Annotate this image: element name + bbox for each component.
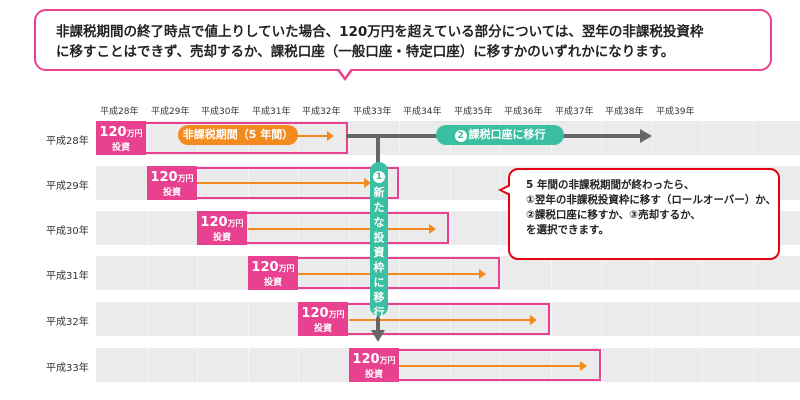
year-header: 平成31年 [252,107,291,117]
orange-arrow [248,224,436,234]
investment-label: 投資 [263,278,282,288]
investment-amount: 120 [150,170,178,185]
investment-amount: 120 [301,306,329,321]
year-header: 平成37年 [555,107,594,117]
row-label: 平成28年 [46,136,89,147]
year-header: 平成36年 [504,107,543,117]
grid-line [500,118,501,390]
investment-amount: 120 [200,215,228,230]
row-label: 平成33年 [46,363,89,374]
row-label: 平成30年 [46,226,89,237]
investment-block: 120万円 投資 [349,348,399,382]
right-callout: 5 年間の非課税期間が終わったら、 ①翌年の非課税投資枠に移す（ロールオーバー）… [498,168,780,260]
investment-unit: 万円 [379,356,396,365]
right-callout-line-4: を選択できます。 [526,224,609,236]
year-header: 平成28年 [100,107,139,117]
year-header: 平成35年 [454,107,493,117]
investment-block: 120万円 投資 [248,256,298,290]
number-2-icon: 2 [454,130,467,142]
year-header: 平成29年 [151,107,190,117]
arrow-right-icon [640,129,652,143]
top-callout-line-2: に移すことはできず、売却するか、課税口座（一般口座・特定口座）に移すかのいずれか… [56,44,675,60]
grid-line [450,118,451,390]
top-callout-text: 非課税期間の終了時点で値上りしていた場合、120万円を超えている部分については、… [56,22,756,62]
option-1-char: な [373,216,385,229]
row-label: 平成31年 [46,271,89,282]
orange-arrow [197,178,371,188]
option-1-char: 移 [373,291,385,304]
grid-line [349,118,350,390]
grid-line [147,118,148,390]
investment-block: 120万円 投資 [147,166,197,200]
investment-unit: 万円 [328,310,345,319]
row-label: 平成32年 [46,317,89,328]
year-header: 平成30年 [201,107,240,117]
year-header: 平成33年 [353,107,392,117]
year-header: 平成34年 [403,107,442,117]
right-callout-line-1: 5 年間の非課税期間が終わったら、 [526,179,695,191]
option-1-char: 行 [373,306,385,319]
right-callout-line-2: ①翌年の非課税投資枠に移す（ロールオーバー）か、 [526,194,777,206]
option-1-char: 枠 [373,261,385,274]
option-1-char: 投 [373,231,385,244]
number-1-icon: 1 [373,171,385,183]
row-label: 平成29年 [46,181,89,192]
option-1-char: 資 [373,246,385,259]
investment-amount: 120 [352,352,380,367]
option-1-char: 新 [373,186,385,199]
investment-block: 120万円 投資 [298,302,348,336]
tax-free-period-pill: 非課税期間（5 年間） [178,125,298,145]
investment-label: 投資 [313,324,332,334]
investment-block: 120万円 投資 [197,211,247,245]
investment-amount: 120 [99,125,127,140]
grid-line [197,118,198,390]
option-1-char: に [373,276,385,289]
investment-unit: 万円 [177,174,194,183]
arrow-down-icon [371,330,385,342]
investment-label: 投資 [162,188,181,198]
investment-amount: 120 [251,260,279,275]
year-header: 平成39年 [656,107,695,117]
investment-unit: 万円 [227,219,244,228]
orange-arrow [298,269,486,279]
year-header: 平成38年 [605,107,644,117]
option-1-char: た [373,201,385,214]
investment-label: 投資 [111,143,130,153]
grid-line [298,118,299,390]
top-callout: 非課税期間の終了時点で値上りしていた場合、120万円を超えている部分については、… [34,9,772,81]
investment-label: 投資 [364,370,383,380]
investment-unit: 万円 [278,264,295,273]
investment-label: 投資 [212,233,231,243]
orange-arrow [399,361,587,371]
orange-arrow [298,131,334,141]
top-callout-line-1: 非課税期間の終了時点で値上りしていた場合、120万円を超えている部分については、… [56,24,704,40]
option-1-pill: 1 新 た な 投 資 枠 に 移 行 [370,162,388,319]
option-2-label: 課税口座に移行 [468,128,546,141]
year-header: 平成32年 [302,107,341,117]
investment-block: 120万円 投資 [96,121,146,155]
orange-arrow [349,315,537,325]
grid-line [399,118,400,390]
grid-line [248,118,249,390]
right-callout-line-3: ②課税口座に移すか、③売却するか、 [526,209,701,221]
investment-unit: 万円 [126,129,143,138]
